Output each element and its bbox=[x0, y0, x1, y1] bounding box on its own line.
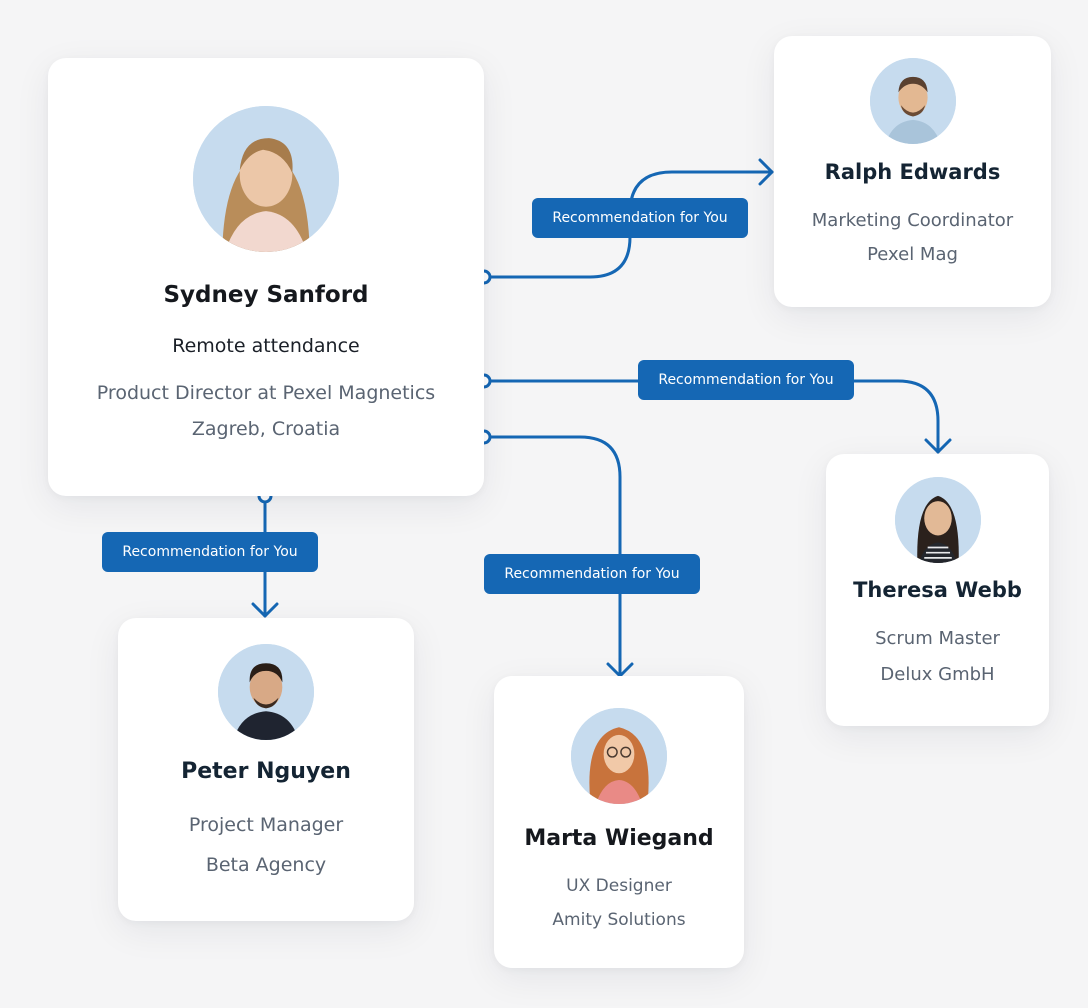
profile-role: Project Manager bbox=[188, 814, 344, 836]
profile-card-marta[interactable]: Marta Wiegand UX Designer Amity Solution… bbox=[494, 676, 744, 968]
person-avatar-icon bbox=[571, 708, 667, 804]
avatar bbox=[894, 477, 981, 563]
person-avatar-icon bbox=[869, 58, 956, 144]
profile-company: Beta Agency bbox=[205, 854, 327, 876]
person-avatar-icon bbox=[218, 644, 314, 740]
main-profile-card[interactable]: Sydney Sanford Remote attendance Product… bbox=[48, 58, 484, 496]
profile-card-theresa[interactable]: Theresa Webb Scrum Master Delux GmbH bbox=[826, 454, 1049, 726]
arrowhead-ralph bbox=[758, 158, 774, 186]
profile-name: Marta Wiegand bbox=[524, 826, 714, 851]
profile-company: Amity Solutions bbox=[552, 910, 686, 930]
recommendation-tag-theresa[interactable]: Recommendation for You bbox=[638, 360, 854, 400]
connector-theresa bbox=[488, 379, 940, 454]
profile-name: Ralph Edwards bbox=[824, 160, 1001, 184]
profile-role: Product Director at Pexel Magnetics bbox=[96, 382, 436, 404]
avatar bbox=[869, 58, 956, 144]
profile-name: Sydney Sanford bbox=[163, 282, 369, 308]
arrowhead-peter bbox=[251, 602, 279, 618]
profile-name: Theresa Webb bbox=[853, 578, 1022, 602]
recommendation-tag-ralph[interactable]: Recommendation for You bbox=[532, 198, 748, 238]
profile-location: Zagreb, Croatia bbox=[191, 418, 341, 440]
profile-name: Peter Nguyen bbox=[181, 759, 351, 784]
avatar bbox=[218, 644, 314, 740]
profile-role: Scrum Master bbox=[875, 628, 1000, 649]
profile-company: Delux GmbH bbox=[880, 664, 995, 685]
avatar bbox=[193, 106, 339, 252]
profile-card-peter[interactable]: Peter Nguyen Project Manager Beta Agency bbox=[118, 618, 414, 921]
profile-company: Pexel Mag bbox=[867, 244, 958, 265]
arrowhead-theresa bbox=[924, 438, 952, 454]
person-avatar-icon bbox=[894, 477, 981, 563]
attendance-status: Remote attendance bbox=[172, 335, 360, 357]
person-avatar-icon bbox=[193, 106, 339, 252]
recommendation-tag-marta[interactable]: Recommendation for You bbox=[484, 554, 700, 594]
profile-role: Marketing Coordinator bbox=[811, 210, 1014, 231]
profile-role: UX Designer bbox=[566, 876, 672, 896]
connector-marta bbox=[488, 435, 622, 678]
recommendation-tag-peter[interactable]: Recommendation for You bbox=[102, 532, 318, 572]
profile-card-ralph[interactable]: Ralph Edwards Marketing Coordinator Pexe… bbox=[774, 36, 1051, 307]
avatar bbox=[571, 708, 667, 804]
